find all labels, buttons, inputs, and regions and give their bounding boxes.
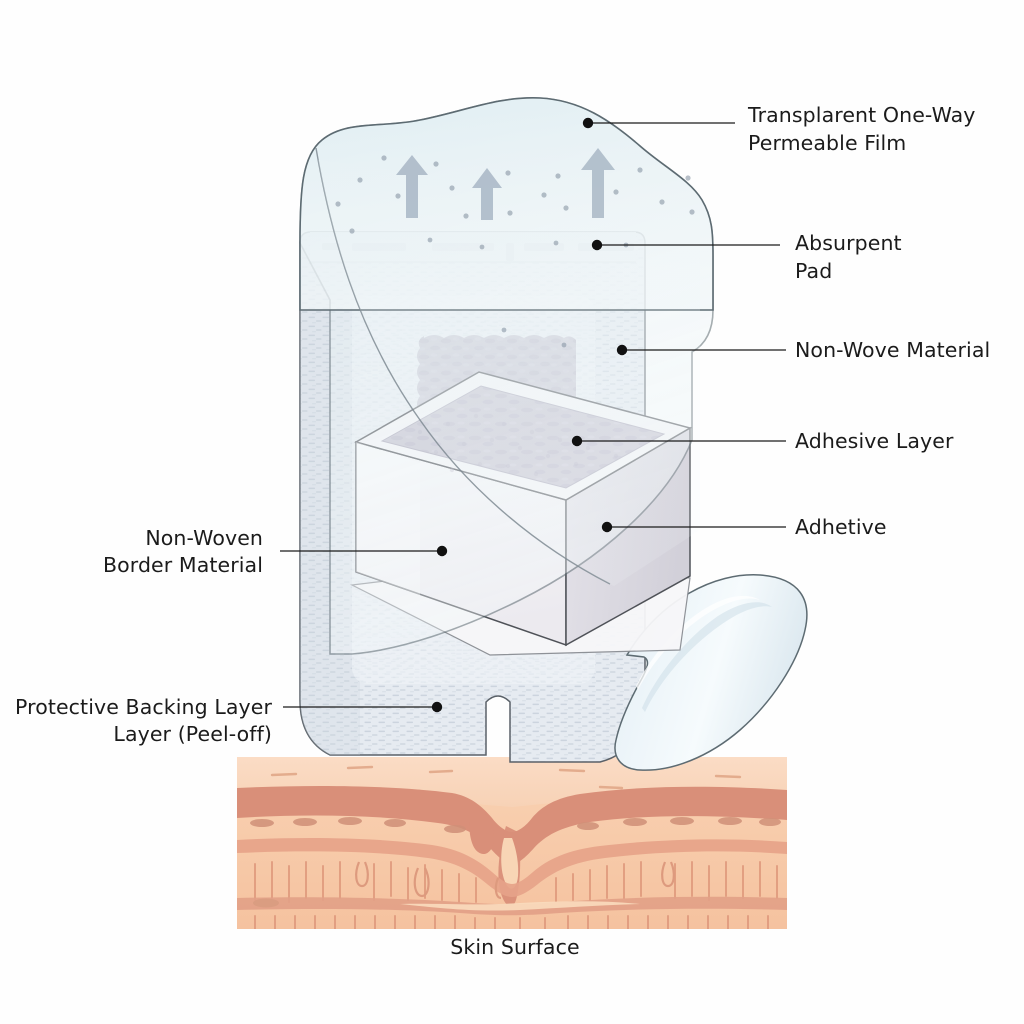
leader-adhesive-layer bbox=[571, 435, 786, 447]
leader-non-wove-material bbox=[616, 344, 786, 356]
leader-dot-adhetive bbox=[601, 521, 613, 533]
leader-absorbent-pad bbox=[591, 239, 780, 251]
vessel-cross bbox=[253, 898, 279, 908]
leader-protective-backing bbox=[283, 701, 443, 713]
vapor-arrow-2 bbox=[472, 168, 502, 220]
film-lower-sheet bbox=[318, 160, 700, 586]
label-non-wove-material: Non-Wove Material bbox=[795, 338, 990, 362]
leader-adhetive bbox=[601, 521, 786, 533]
label-non-woven-border-line2: Border Material bbox=[103, 553, 263, 577]
label-protective-backing-line1: Protective Backing Layer bbox=[15, 695, 272, 719]
vessel-lumen bbox=[400, 901, 640, 911]
collagen-fibers bbox=[254, 861, 778, 903]
vapor-arrow-3 bbox=[581, 148, 615, 218]
leader-dot-absorbent-pad bbox=[591, 239, 603, 251]
hair-follicles bbox=[355, 861, 675, 900]
leader-non-woven-border bbox=[280, 545, 448, 557]
skin-cross-section bbox=[237, 757, 787, 929]
leader-dot-protective-backing bbox=[431, 701, 443, 713]
leader-transparent-film bbox=[582, 117, 735, 129]
rete-ridge bbox=[469, 812, 494, 855]
label-adhesive-layer: Adhesive Layer bbox=[795, 429, 954, 453]
transparent-permeable-film bbox=[299, 97, 714, 655]
label-skin-surface: Skin Surface bbox=[450, 935, 579, 959]
wound-lumen bbox=[501, 838, 519, 889]
dermal-papillae-row bbox=[250, 817, 781, 833]
label-absorbent-pad-line1: Absurpent bbox=[795, 231, 902, 255]
leader-lines bbox=[280, 117, 786, 713]
epidermis-band bbox=[237, 785, 787, 864]
label-non-woven-border-line1: Non-Woven bbox=[145, 526, 263, 550]
vapor-arrow-1 bbox=[396, 155, 428, 218]
label-adhetive: Adhetive bbox=[795, 515, 887, 539]
leader-dot-adhesive-layer bbox=[571, 435, 583, 447]
label-transparent-film-line1: Transplarent One-Way bbox=[747, 103, 976, 127]
leader-dot-transparent-film bbox=[582, 117, 594, 129]
label-absorbent-pad-line2: Pad bbox=[795, 259, 832, 283]
dermis-band bbox=[237, 837, 787, 897]
label-protective-backing-line2: Layer (Peel-off) bbox=[113, 722, 272, 746]
vapor-arrows bbox=[396, 148, 615, 220]
labels: Transplarent One-Way Permeable Film Absu… bbox=[15, 103, 990, 959]
leader-dot-non-wove-material bbox=[616, 344, 628, 356]
moisture-dots bbox=[335, 155, 695, 348]
leader-dot-non-woven-border bbox=[436, 545, 448, 557]
peel-tab-highlight bbox=[636, 595, 760, 690]
collagen-fibers-lower bbox=[254, 915, 769, 929]
label-transparent-film-line2: Permeable Film bbox=[748, 131, 906, 155]
